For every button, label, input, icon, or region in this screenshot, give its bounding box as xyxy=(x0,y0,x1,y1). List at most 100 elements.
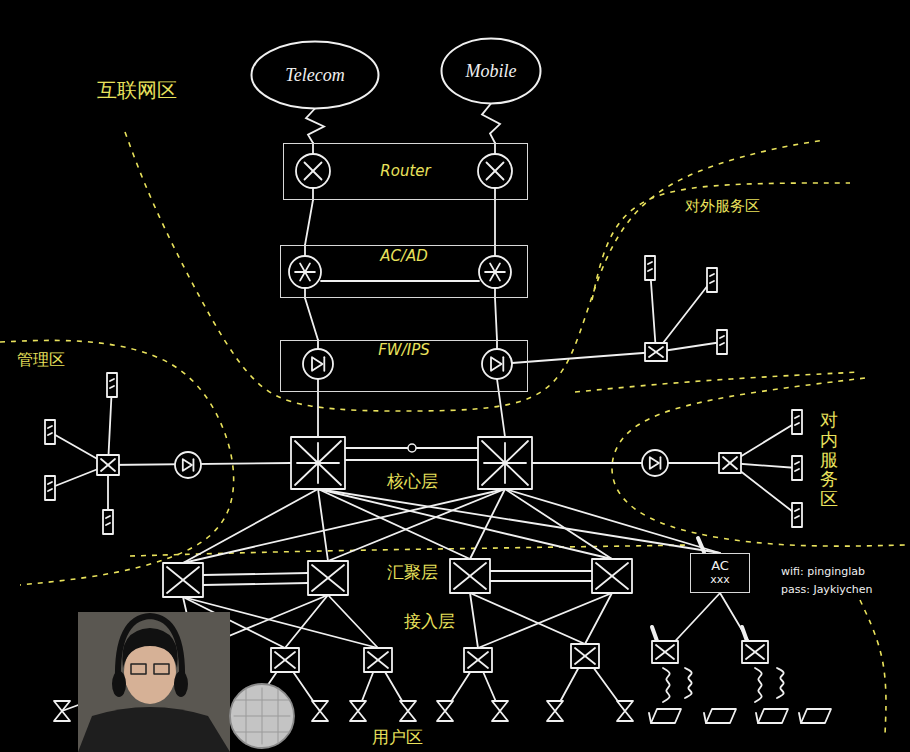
zone-boundary xyxy=(125,132,825,411)
core-switch-symbol-part xyxy=(482,441,528,485)
switch-symbol-part xyxy=(468,652,488,668)
node-text: FW/IPS xyxy=(378,342,430,359)
firewall-symbol-part xyxy=(642,450,668,476)
network-wire xyxy=(304,245,306,256)
acad-group-box: AC/AD xyxy=(280,245,528,298)
network-wire xyxy=(496,340,498,349)
antenna-symbol-part xyxy=(742,627,747,641)
host-symbol-part xyxy=(350,701,366,721)
host-symbol xyxy=(617,701,633,721)
server-symbol-part xyxy=(792,503,802,527)
core-switch-symbol-part xyxy=(295,441,341,485)
laptop-symbol-part xyxy=(704,713,706,723)
router-group-box: Router xyxy=(283,143,528,200)
switch-symbol xyxy=(464,648,492,672)
acad-symbol-part xyxy=(490,263,500,280)
network-wire xyxy=(494,245,496,256)
node-text: AC xyxy=(711,559,729,574)
server-symbol-part xyxy=(795,423,799,425)
network-link xyxy=(482,104,500,144)
wifi-signal xyxy=(777,668,784,698)
network-link xyxy=(494,200,496,245)
network-wire xyxy=(497,379,505,437)
host-symbol-part xyxy=(312,701,328,721)
switch-symbol-part xyxy=(454,563,486,589)
zone-boundary xyxy=(592,183,850,300)
server-symbol-part xyxy=(106,523,110,525)
host-symbol-part xyxy=(437,701,453,721)
firewall-symbol xyxy=(482,349,512,379)
switch-symbol-part xyxy=(656,645,674,659)
network-wire xyxy=(304,288,306,298)
server-symbol-part xyxy=(48,489,52,491)
server-symbol-part xyxy=(710,281,714,283)
server-symbol xyxy=(45,476,55,500)
router-symbol-part xyxy=(296,154,330,188)
network-wire xyxy=(470,593,478,648)
network-wire xyxy=(478,593,612,648)
laptop-symbol xyxy=(799,709,831,723)
router-symbol-part xyxy=(305,163,322,180)
switch-symbol-part xyxy=(645,343,667,361)
network-wire xyxy=(494,143,496,154)
zone-label: 对外服务区 xyxy=(683,197,762,215)
server-symbol-part xyxy=(792,410,802,434)
switch-symbol xyxy=(592,559,632,593)
switch-symbol-part xyxy=(723,457,737,469)
server-symbol-part xyxy=(110,379,114,381)
firewall-symbol-part xyxy=(502,357,504,371)
switch-symbol-part xyxy=(364,648,392,672)
network-wire xyxy=(312,143,314,154)
laptop-symbol xyxy=(756,709,788,723)
host-symbol xyxy=(400,701,416,721)
switch-symbol xyxy=(450,559,490,593)
switch-symbol-part xyxy=(454,563,486,589)
microphone-part xyxy=(234,716,290,717)
switch-symbol-part xyxy=(746,645,764,659)
server-symbol-part xyxy=(48,426,52,428)
core-switch-symbol-part xyxy=(295,441,341,485)
network-link xyxy=(305,298,318,340)
layer-label: 核心层 xyxy=(385,471,440,491)
firewall-symbol-part xyxy=(650,457,659,469)
host-symbol-part xyxy=(547,701,563,721)
network-wire xyxy=(494,188,496,200)
switch-symbol-part xyxy=(101,459,115,471)
core-switch-symbol xyxy=(291,437,345,489)
webcam-inset-part xyxy=(131,664,146,674)
network-wire xyxy=(345,459,478,461)
server-symbol xyxy=(45,420,55,444)
network-wire xyxy=(183,489,505,563)
network-wire xyxy=(328,489,505,561)
core-switch-symbol xyxy=(478,437,532,489)
switch-symbol-part xyxy=(575,648,595,664)
acad-symbol-part xyxy=(300,263,310,280)
node-text: Mobile xyxy=(466,61,517,82)
host-symbol-part xyxy=(400,701,416,721)
switch-symbol-part xyxy=(468,652,488,668)
server-symbol-part xyxy=(795,462,799,464)
zone-boundary xyxy=(612,378,905,546)
host-symbol xyxy=(312,701,328,721)
laptop-symbol-part xyxy=(801,709,831,723)
laptop-symbol-part xyxy=(651,709,681,723)
network-wire xyxy=(505,489,612,559)
microphone-part xyxy=(278,688,279,744)
server-symbol-part xyxy=(710,274,714,276)
router-symbol-part xyxy=(305,163,322,180)
wireless-controller-box: ACxxx xyxy=(690,553,750,593)
server-symbol-part xyxy=(48,482,52,484)
laptop-symbol-part xyxy=(706,709,736,723)
network-wire xyxy=(285,595,328,648)
wifi-note: pass: Jaykiychen xyxy=(779,583,875,596)
switch-symbol-part xyxy=(167,567,199,593)
network-wire xyxy=(328,595,378,648)
laptop-symbol-part xyxy=(756,713,758,723)
server-symbol-part xyxy=(795,516,799,518)
switch-symbol-part xyxy=(308,561,348,595)
server-symbol-part xyxy=(720,336,724,338)
firewall-symbol-part xyxy=(183,459,192,471)
